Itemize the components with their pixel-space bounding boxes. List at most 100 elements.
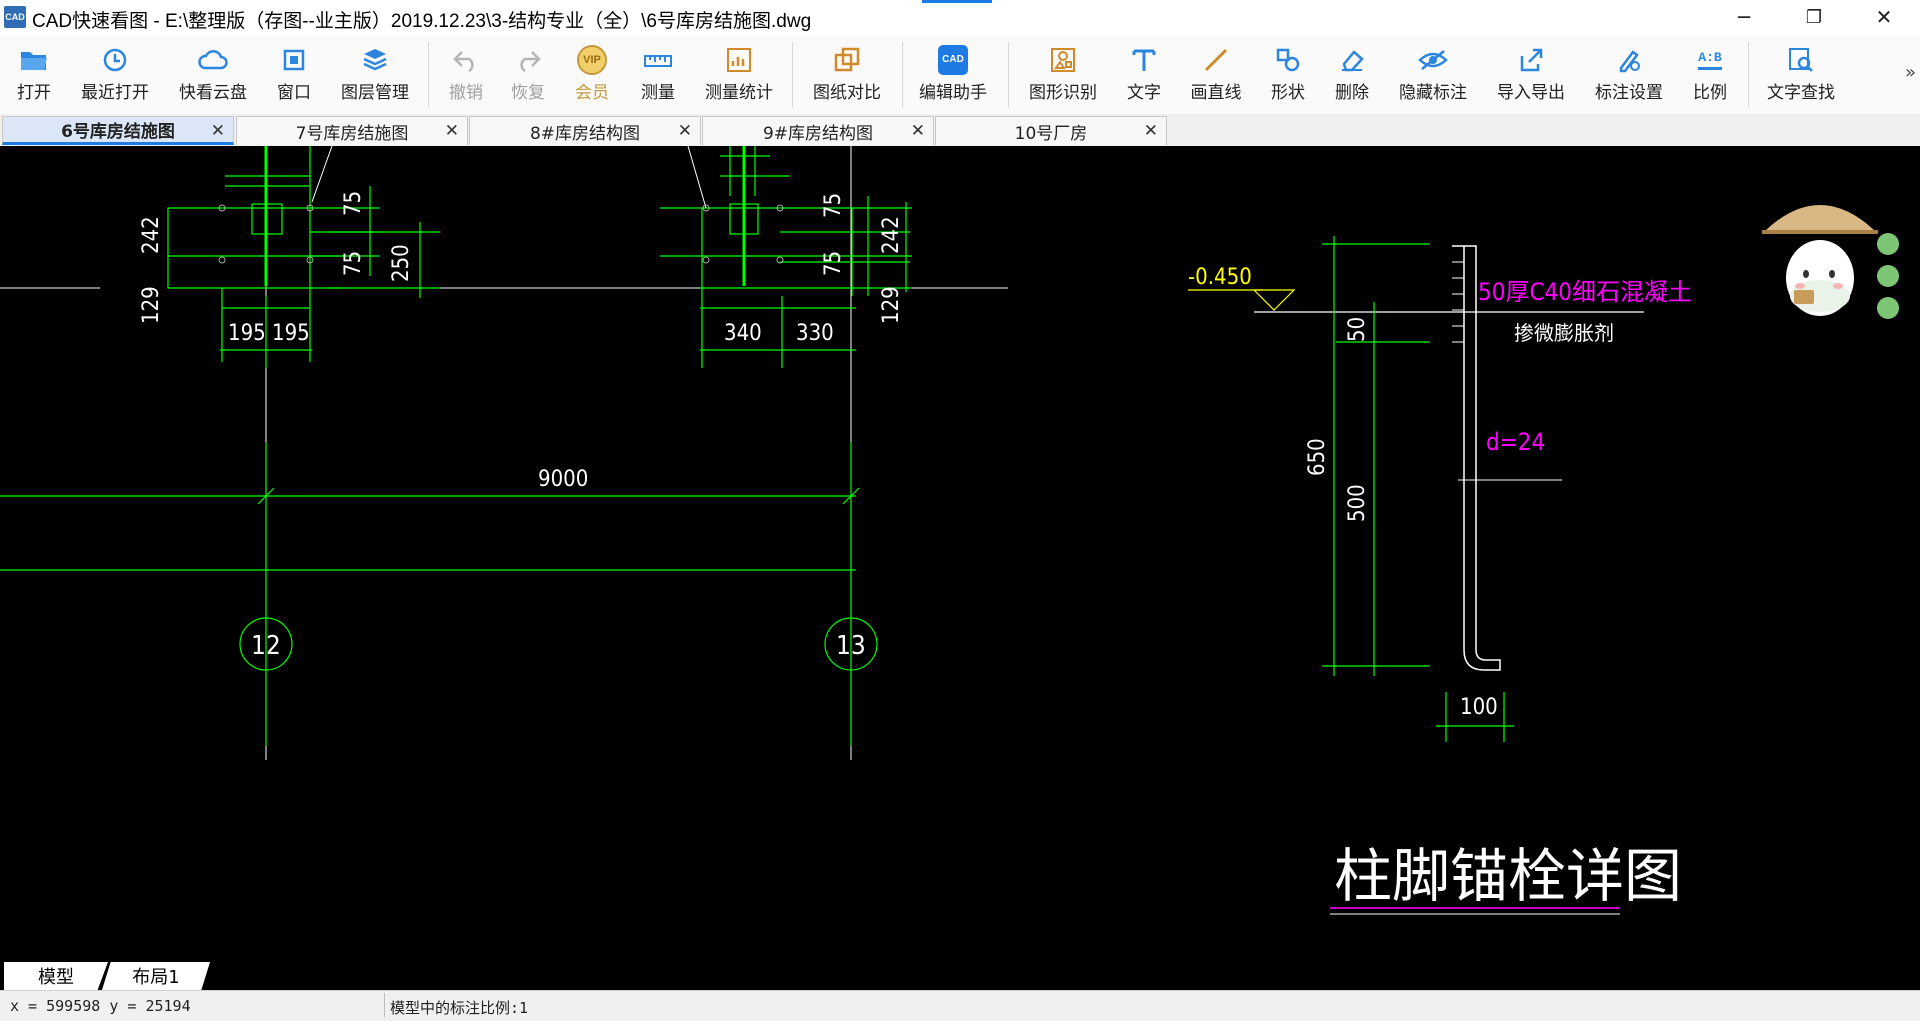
toolbar: 打开 最近打开 快看云盘 窗口 图层管理 撤销 恢复 VIP 会员 测量 测量统… — [0, 36, 1920, 115]
dim-label: 340 — [724, 321, 762, 346]
shape-recog-button[interactable]: 图形识别 — [1024, 44, 1102, 108]
tab-6号库房结施图[interactable]: 6号库房结施图 ✕ — [2, 116, 234, 145]
tab-label: 8#库房结构图 — [529, 123, 641, 144]
dim-label: 242 — [139, 216, 164, 254]
tab-close-icon[interactable]: ✕ — [1143, 121, 1158, 141]
tab-close-icon[interactable]: ✕ — [677, 121, 692, 141]
document-tabs: 6号库房结施图 ✕ 7号库房结施图 ✕ 8#库房结构图 ✕ 9#库房结构图 ✕ … — [0, 114, 1920, 147]
toolbar-separator — [1748, 42, 1749, 108]
tab-close-icon[interactable]: ✕ — [444, 121, 459, 141]
window-icon — [278, 44, 310, 76]
toolbar-more-button[interactable]: » — [1904, 62, 1916, 83]
text-icon — [1128, 44, 1160, 76]
dim-label: 75 — [341, 191, 366, 216]
bolt-diameter-label: d=24 — [1486, 428, 1545, 456]
dim-label: 650 — [1305, 438, 1330, 476]
export-icon — [1515, 44, 1547, 76]
recent-button[interactable]: 最近打开 — [76, 44, 154, 108]
window-title: CAD快速看图 - E:\整理版（存图--业主版）2019.12.23\3-结构… — [32, 11, 812, 32]
dim-label: 75 — [341, 251, 366, 276]
delete-button[interactable]: 删除 — [1328, 44, 1376, 108]
tab-close-icon[interactable]: ✕ — [210, 121, 225, 141]
status-bar: x = 599598 y = 25194 模型中的标注比例:1 — [0, 990, 1920, 1021]
tab-close-icon[interactable]: ✕ — [910, 121, 925, 141]
window-button[interactable]: 窗口 — [270, 44, 318, 108]
scale-button[interactable]: A:B 比例 — [1686, 44, 1734, 108]
history-icon — [99, 44, 131, 76]
dim-label: 195 — [272, 321, 310, 346]
eraser-icon — [1336, 44, 1368, 76]
tab-9号库房结构图[interactable]: 9#库房结构图 ✕ — [702, 116, 934, 145]
dim-label: 129 — [139, 286, 164, 324]
toolbar-separator — [902, 42, 903, 108]
tab-layout1[interactable]: 布局1 — [102, 962, 210, 990]
undo-icon — [450, 44, 482, 76]
hide-annot-button[interactable]: 隐藏标注 — [1394, 44, 1472, 108]
additive-note: 掺微膨胀剂 — [1514, 321, 1614, 345]
minimize-button[interactable]: ─ — [1737, 5, 1751, 29]
text-search-icon — [1785, 44, 1817, 76]
tab-label: 9#库房结构图 — [762, 123, 874, 144]
layers-button[interactable]: 图层管理 — [336, 44, 414, 108]
annot-settings-button[interactable]: 标注设置 — [1590, 44, 1668, 108]
compare-button[interactable]: 图纸对比 — [808, 44, 886, 108]
vip-icon: VIP — [576, 44, 608, 76]
dim-label: 330 — [796, 321, 834, 346]
compare-icon — [831, 44, 863, 76]
drawing-canvas[interactable]: 242 129 75 75 250 195 195 — [0, 146, 1920, 958]
annotation-scale-text: 模型中的标注比例:1 — [390, 999, 529, 1017]
status-separator — [384, 993, 385, 1017]
text-button[interactable]: 文字 — [1120, 44, 1168, 108]
dim-label: 50 — [1345, 317, 1370, 342]
cad-drawing[interactable]: 242 129 75 75 250 195 195 — [0, 146, 1920, 958]
import-export-button[interactable]: 导入导出 — [1492, 44, 1570, 108]
folder-icon — [18, 44, 50, 76]
toolbar-separator — [428, 42, 429, 108]
title-accent — [922, 0, 992, 3]
vertical-scrollbar[interactable] — [1906, 146, 1920, 990]
toolbar-separator — [1008, 42, 1009, 108]
scale-icon: A:B — [1694, 44, 1726, 76]
detail-title: 柱脚锚栓详图 — [1334, 842, 1682, 910]
open-button[interactable]: 打开 — [10, 44, 58, 108]
tab-8号库房结构图[interactable]: 8#库房结构图 ✕ — [469, 116, 701, 145]
toolbar-separator — [792, 42, 793, 108]
span-label: 9000 — [538, 467, 588, 492]
cloud-icon — [197, 44, 229, 76]
app-logo-icon: CAD — [4, 6, 26, 28]
tab-label: 10号厂房 — [1014, 123, 1088, 144]
text-search-button[interactable]: 文字查找 — [1762, 44, 1840, 108]
measure-stats-button[interactable]: 测量统计 — [700, 44, 778, 108]
close-button[interactable]: ✕ — [1875, 5, 1893, 29]
title-bar: CAD CAD快速看图 - E:\整理版（存图--业主版）2019.12.23\… — [0, 0, 1920, 36]
shape-recog-icon — [1047, 44, 1079, 76]
shape-button[interactable]: 形状 — [1264, 44, 1312, 108]
redo-button[interactable]: 恢复 — [504, 44, 552, 108]
vip-button[interactable]: VIP 会员 — [568, 44, 616, 108]
anchor-bolt-detail: -0.450 50厚C40细石混凝土 掺微膨胀剂 d=24 50 650 — [1188, 236, 1692, 915]
dim-label: 75 — [821, 193, 846, 218]
concrete-note: 50厚C40细石混凝土 — [1478, 278, 1692, 306]
edit-helper-button[interactable]: CAD 编辑助手 — [914, 44, 992, 108]
dim-label: 250 — [389, 244, 414, 282]
layers-icon — [359, 44, 391, 76]
dim-label: 242 — [879, 216, 904, 254]
cloud-button[interactable]: 快看云盘 — [174, 44, 252, 108]
tab-10号厂房[interactable]: 10号厂房 ✕ — [935, 116, 1167, 145]
dim-label: 100 — [1460, 695, 1498, 720]
line-icon — [1200, 44, 1232, 76]
span-dimension: 9000 12 13 — [0, 442, 878, 746]
right-column-detail: 75 75 242 129 340 330 — [660, 146, 912, 368]
measure-button[interactable]: 测量 — [634, 44, 682, 108]
draw-line-button[interactable]: 画直线 — [1186, 44, 1246, 108]
eye-off-icon — [1417, 44, 1449, 76]
left-column-detail: 242 129 75 75 250 195 195 — [139, 146, 440, 368]
tab-model[interactable]: 模型 — [4, 962, 108, 990]
layout-tabs: 模型 布局1 — [0, 958, 1920, 990]
undo-button[interactable]: 撤销 — [442, 44, 490, 108]
tab-label: 7号库房结施图 — [295, 123, 409, 144]
dim-label: 500 — [1345, 484, 1370, 522]
maximize-button[interactable]: ❐ — [1805, 6, 1823, 28]
assistant-mascot-icon[interactable] — [1762, 205, 1912, 346]
tab-7号库房结施图[interactable]: 7号库房结施图 ✕ — [236, 116, 468, 145]
